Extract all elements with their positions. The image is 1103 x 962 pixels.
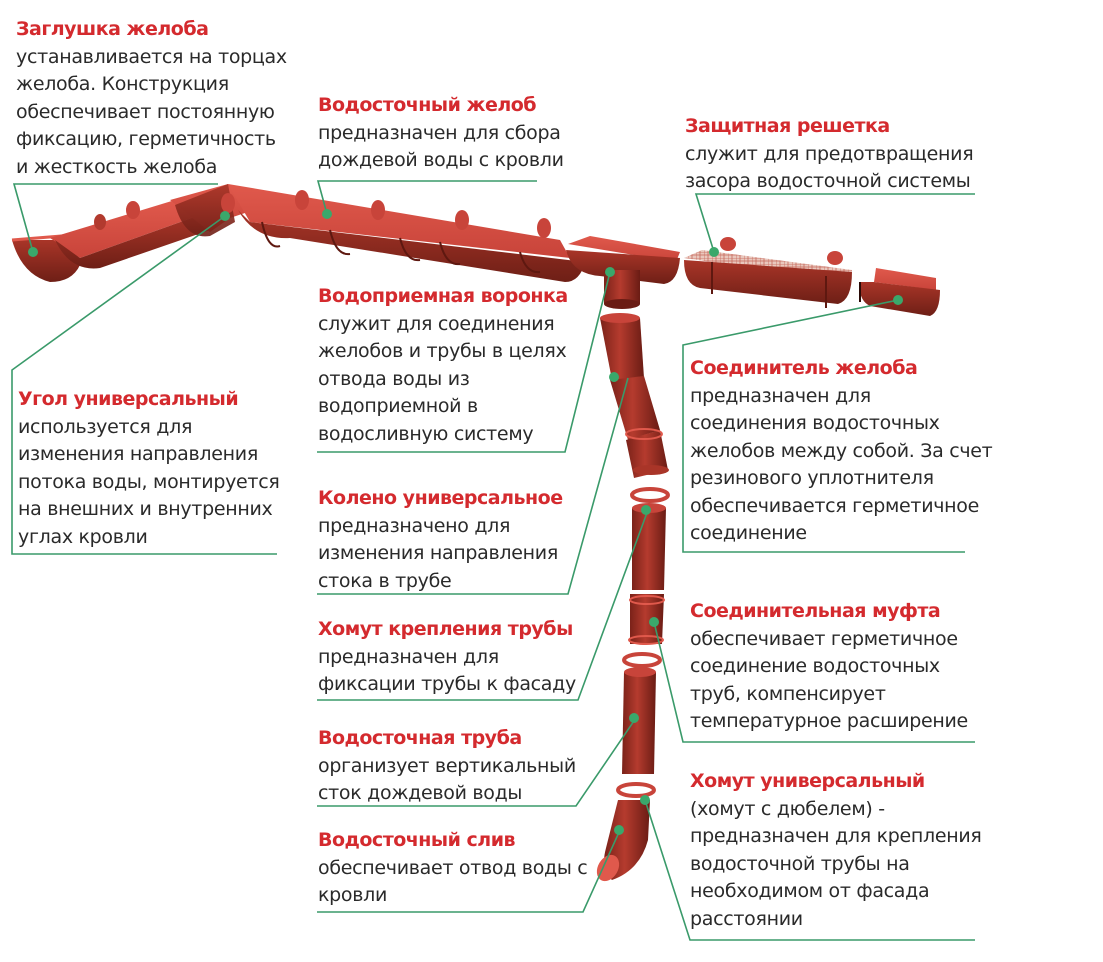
callout-line: труб, компенсирует — [690, 682, 886, 705]
gutter-left-section — [50, 200, 210, 269]
callout-title: Хомут крепления трубы — [318, 618, 573, 640]
callout-line: служит для соединения — [318, 312, 555, 335]
callout-title: Водосточный слив — [318, 829, 516, 851]
callout-line: расстоянии — [690, 907, 803, 930]
callout-line: предназначен для крепления — [690, 825, 982, 847]
dot-clamp — [640, 795, 650, 805]
leader-lines — [11, 180, 975, 941]
callout-line: соединение — [690, 522, 807, 544]
callout-line: желоба. Конструкция — [16, 73, 229, 95]
callout-line: обеспечивает постоянную — [16, 100, 275, 123]
callout-line: засора водосточной системы — [685, 170, 971, 192]
leader-gutter — [316, 180, 537, 215]
dot-outlet — [614, 825, 624, 835]
callout-line: соединения водосточных — [690, 412, 940, 434]
callout-gutter: Водосточный желоб предназначен для сбора… — [318, 92, 564, 175]
dot-leaf-guard — [709, 247, 719, 257]
callout-line: водоприемной в — [318, 395, 478, 417]
callout-line: предназначено для — [318, 514, 511, 537]
callout-line: кровли — [318, 884, 388, 906]
callout-line: дождевой воды с кровли — [318, 149, 564, 171]
callout-line: обеспечивает отвод воды с — [318, 856, 588, 879]
pointer-dots — [28, 209, 903, 835]
callout-line: организует вертикальный — [318, 754, 576, 777]
callout-line: предназначен для — [690, 384, 871, 407]
leader-clamp — [644, 799, 975, 941]
leader-funnel — [317, 271, 611, 453]
callout-universal-clamp: Хомут универсальный (хомут с дюбелем) - … — [690, 768, 982, 933]
callout-line: и жесткость желоба — [16, 155, 218, 178]
dot-end-cap — [28, 247, 38, 257]
callout-universal-corner: Угол универсальный используется для изме… — [18, 386, 280, 551]
callout-line: температурное расширение — [690, 710, 968, 732]
leader-outlet — [317, 829, 621, 913]
gutter-right-section — [221, 184, 585, 282]
callout-downpipe: Водосточная труба организует вертикальны… — [318, 725, 576, 808]
callout-line: на внешних и внутренних — [18, 498, 273, 520]
funnel-part — [566, 236, 680, 309]
callout-title: Защитная решетка — [685, 115, 890, 137]
callout-line: изменения направления — [18, 443, 258, 465]
gutter-connector-part — [859, 268, 940, 316]
leader-leaf-guard — [694, 193, 975, 253]
callout-line: фиксацию, герметичность — [16, 128, 276, 150]
leaf-guard-part — [684, 237, 852, 308]
dot-downpipe — [629, 713, 639, 723]
dot-corner — [220, 211, 230, 221]
callout-pipe-bracket: Хомут крепления трубы предназначен для ф… — [318, 616, 576, 699]
callout-line: углах кровли — [18, 525, 148, 548]
leader-end-cap — [12, 183, 218, 253]
leader-connector — [682, 299, 965, 553]
leader-downpipe — [317, 717, 637, 807]
callout-line: желобов между собой. За счет — [690, 439, 993, 462]
leader-corner — [11, 215, 277, 555]
callout-line: предназначен для сбора — [318, 121, 561, 144]
dot-connector — [893, 295, 903, 305]
leader-coupling — [653, 621, 975, 743]
callout-line: желобов и трубы в целях — [318, 340, 567, 362]
callout-line: соединение водосточных — [690, 655, 940, 677]
callout-line: изменения направления — [318, 542, 558, 564]
callout-line: предназначен для — [318, 645, 499, 668]
callout-line: резинового уплотнителя — [690, 467, 934, 489]
callout-line: устанавливается на торцах — [16, 45, 287, 68]
callout-line: стока в трубе — [318, 569, 452, 592]
callout-line: обеспечивает герметичное — [690, 627, 958, 650]
callout-title: Водосточная труба — [318, 727, 522, 749]
callout-title: Соединитель желоба — [690, 357, 918, 379]
callout-universal-elbow: Колено универсальное предназначено для и… — [318, 485, 563, 595]
callout-line: водосточной трубы на — [690, 852, 910, 875]
callout-line: необходимом от фасада — [690, 880, 930, 902]
callout-title: Заглушка желоба — [16, 18, 209, 40]
callout-coupling: Соединительная муфта обеспечивает гермет… — [690, 598, 968, 736]
leader-elbow — [317, 377, 629, 595]
callout-funnel: Водоприемная воронка служит для соединен… — [318, 283, 568, 448]
dot-elbow — [609, 372, 619, 382]
callout-line: сток дождевой воды — [318, 782, 523, 804]
callout-title: Соединительная муфта — [690, 600, 941, 622]
dot-funnel — [605, 267, 615, 277]
callout-title: Водосточный желоб — [318, 94, 537, 116]
dot-coupling — [649, 617, 659, 627]
leader-bracket — [317, 509, 649, 701]
callout-title: Колено универсальное — [318, 487, 563, 509]
callout-title: Угол универсальный — [18, 388, 239, 410]
callout-line: обеспечивается герметичное — [690, 494, 980, 517]
callout-title: Хомут универсальный — [690, 770, 925, 792]
callout-line: используется для — [18, 415, 193, 438]
callout-line: фиксации трубы к фасаду — [318, 673, 576, 695]
callout-line: водосливную систему — [318, 422, 534, 445]
callout-leaf-guard: Защитная решетка служит для предотвращен… — [685, 113, 974, 196]
callout-outlet: Водосточный слив обеспечивает отвод воды… — [318, 827, 588, 910]
callout-line: потока воды, монтируется — [18, 470, 280, 493]
dot-bracket — [641, 505, 651, 515]
callout-gutter-connector: Соединитель желоба предназначен для соед… — [690, 355, 993, 548]
dot-gutter — [322, 209, 332, 219]
callout-line: отвода воды из — [318, 367, 470, 390]
callout-line: (хомут с дюбелем) - — [690, 797, 885, 820]
downpipe-assembly — [596, 313, 670, 882]
callout-line: служит для предотвращения — [685, 142, 974, 165]
callout-gutter-end-cap: Заглушка желоба устанавливается на торца… — [16, 16, 287, 181]
callout-title: Водоприемная воронка — [318, 285, 568, 307]
